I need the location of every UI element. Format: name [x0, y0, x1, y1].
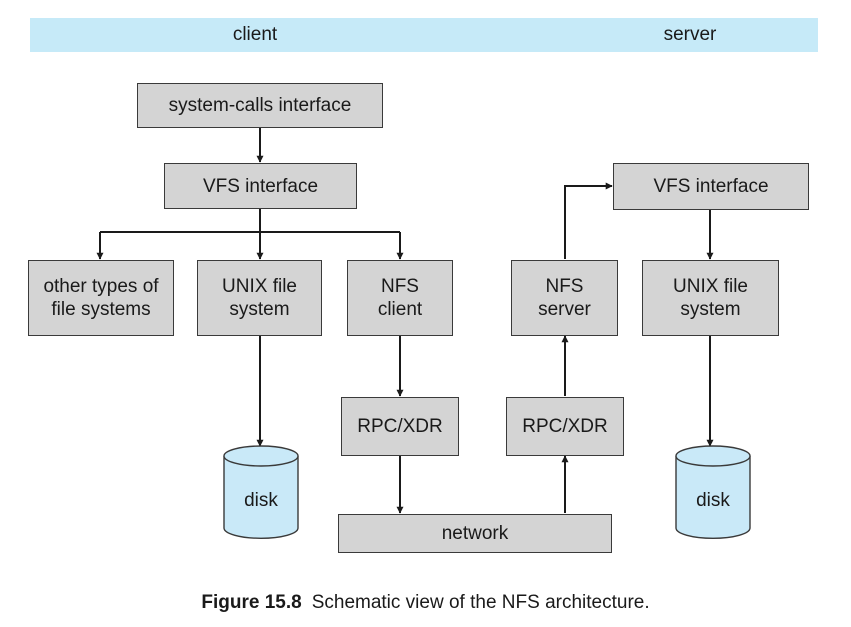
nfs-server-box: NFS server — [511, 260, 618, 336]
client-disk-icon — [223, 445, 299, 539]
client-unix-fs-box: UNIX file system — [197, 260, 322, 336]
network-box: network — [338, 514, 612, 553]
server-vfs-interface-box: VFS interface — [613, 163, 809, 210]
client-disk-label: disk — [244, 490, 278, 511]
arrow-nfs-server-to-vfs — [564, 182, 613, 259]
nfs-client-box: NFS client — [347, 260, 453, 336]
client-header-label: client — [232, 24, 278, 45]
server-disk-label: disk — [696, 490, 730, 511]
header-band — [30, 18, 818, 52]
client-vfs-interface-box: VFS interface — [164, 163, 357, 209]
client-syscall-interface-box: system-calls interface — [137, 83, 383, 128]
server-unix-fs-box: UNIX file system — [642, 260, 779, 336]
server-disk-icon — [675, 445, 751, 539]
server-header-label: server — [663, 24, 717, 45]
figure-caption-text: Schematic view of the NFS architecture. — [311, 592, 650, 613]
figure-number: Figure 15.8 — [201, 592, 302, 613]
client-other-fs-box: other types of file systems — [28, 260, 174, 336]
figure-caption: Figure 15.8 Schematic view of the NFS arc… — [0, 592, 851, 614]
server-rpc-xdr-box: RPC/XDR — [506, 397, 624, 456]
client-rpc-xdr-box: RPC/XDR — [341, 397, 459, 456]
